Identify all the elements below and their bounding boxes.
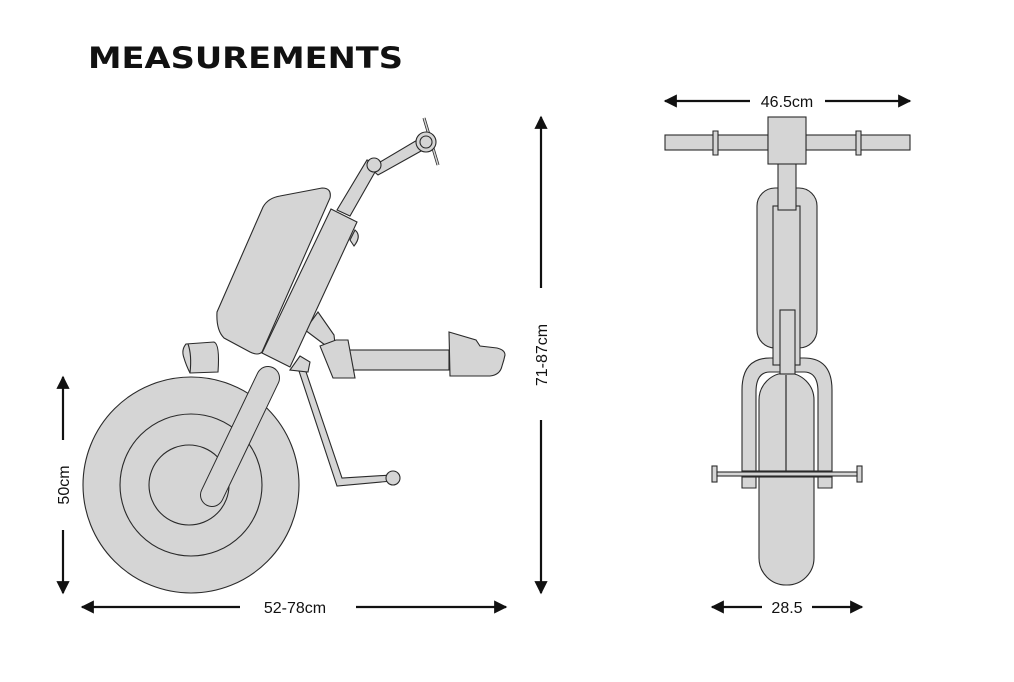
wheel-height-label: 50cm <box>56 465 73 504</box>
handlebar-stem <box>336 117 440 217</box>
page-title: MEASUREMENTS <box>88 41 403 75</box>
side-view-drawing <box>82 117 506 594</box>
wheel-width-label: 28.5 <box>771 600 802 617</box>
dimension-handlebar-width: 46.5cm <box>663 94 912 111</box>
steering-column <box>261 208 359 373</box>
height-label: 71-87cm <box>534 324 551 386</box>
axle <box>711 465 863 483</box>
kickstand <box>297 365 401 487</box>
dimension-length: 52-78cm <box>80 600 508 617</box>
front-wheel <box>82 376 300 594</box>
battery <box>216 187 331 355</box>
length-label: 52-78cm <box>264 600 326 617</box>
handlebar <box>664 116 911 165</box>
dimension-wheel-width: 28.5 <box>710 600 864 617</box>
headlight <box>182 341 220 374</box>
wheelchair-attachment-bar <box>304 311 506 379</box>
dimension-wheel-height: 50cm <box>56 375 73 595</box>
dimension-height: 71-87cm <box>534 115 551 595</box>
handlebar-width-label: 46.5cm <box>761 94 813 111</box>
front-view-drawing <box>664 116 911 586</box>
fork <box>200 366 280 507</box>
